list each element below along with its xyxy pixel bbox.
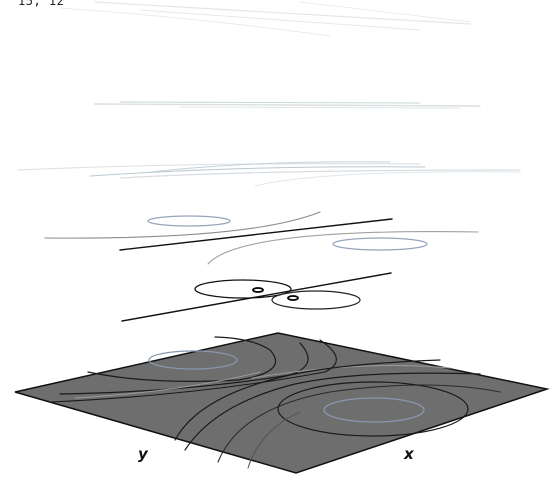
- contour-arc: [217, 384, 501, 463]
- slice-layer-3: [17, 161, 521, 187]
- contour-arc: [251, 365, 451, 379]
- x-axis-label: x: [403, 445, 415, 463]
- contour-arc: [59, 342, 309, 395]
- faint-line: [254, 171, 521, 187]
- faint-line: [94, 1, 471, 25]
- base-plane: [14, 332, 550, 474]
- critical-point-marker: [252, 287, 264, 293]
- plane-contours: [51, 336, 501, 469]
- contour-arc: [247, 411, 301, 469]
- slice-layer-2: [94, 101, 481, 109]
- slice-layer-5: [121, 272, 392, 322]
- faint-line: [59, 7, 331, 37]
- slice-layer-top: [59, 1, 471, 37]
- faint-line: [179, 106, 461, 109]
- contour-ellipse: [148, 350, 238, 370]
- slice-cut-line: [121, 272, 392, 322]
- faint-line: [149, 161, 391, 173]
- contour-arc: [87, 336, 276, 382]
- slice-cut-line: [119, 218, 393, 251]
- faint-line: [299, 1, 471, 23]
- slice-layer-4: [44, 211, 479, 265]
- contour-ellipse: [271, 290, 361, 310]
- contour-ellipse: [194, 279, 292, 299]
- faint-line: [139, 9, 421, 31]
- contour-ellipse: [323, 397, 425, 423]
- contour-ellipse: [332, 237, 428, 251]
- faint-line: [94, 103, 481, 107]
- contour-arc: [174, 359, 441, 441]
- faint-line: [119, 169, 521, 179]
- contour-arc: [207, 231, 479, 265]
- faint-line: [119, 101, 421, 104]
- contour-arc: [44, 211, 321, 239]
- contour-arc: [51, 339, 337, 403]
- plane-surface: [14, 332, 550, 474]
- contour-ellipse: [277, 381, 469, 437]
- contour-ellipse: [147, 215, 231, 227]
- faint-line: [89, 166, 426, 177]
- contour-arc: [74, 371, 261, 399]
- corner-label: 15, 12: [18, 0, 65, 8]
- y-axis-label: y: [138, 445, 149, 463]
- critical-point-marker: [287, 295, 299, 301]
- contour-arc: [184, 372, 481, 451]
- faint-line: [17, 163, 421, 171]
